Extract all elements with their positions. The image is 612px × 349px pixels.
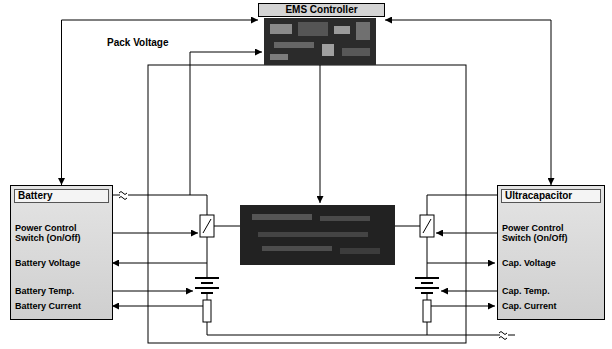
signal-panel: UltracapacitorPower Control Switch (On/O… xyxy=(497,185,605,320)
heading: Battery xyxy=(14,189,109,203)
signal-name: Battery Current xyxy=(15,301,97,311)
signal-name: Power Control Switch (On/Off) xyxy=(15,223,97,243)
heading: Ultracapacitor xyxy=(501,189,601,203)
resistor-symbol xyxy=(203,300,431,322)
board-picture xyxy=(264,18,376,65)
signal-name: Cap. Voltage xyxy=(502,258,584,268)
signal-name: Power Control Switch (On/Off) xyxy=(502,223,584,243)
controller-box: EMS Controller xyxy=(258,3,385,65)
signal-name: Cap. Temp. xyxy=(502,286,584,296)
signal-name: Battery Voltage xyxy=(15,258,97,268)
control-line xyxy=(320,65,321,203)
signal-name: Battery Temp. xyxy=(15,286,97,296)
converter-picture xyxy=(240,205,395,265)
heading: EMS Controller xyxy=(258,3,385,17)
signal-label: Pack Voltage xyxy=(106,37,170,49)
enclosure xyxy=(148,65,466,343)
break-mark xyxy=(119,189,508,341)
power-wires xyxy=(110,195,515,335)
control-link xyxy=(62,20,259,185)
signal-panel: BatteryPower Control Switch (On/Off) Batt… xyxy=(10,185,113,320)
cell-symbol xyxy=(195,278,439,293)
switch-symbol xyxy=(200,215,434,237)
signal-name: Cap. Current xyxy=(502,301,584,311)
signal-line xyxy=(110,52,497,306)
control-link xyxy=(385,20,551,185)
